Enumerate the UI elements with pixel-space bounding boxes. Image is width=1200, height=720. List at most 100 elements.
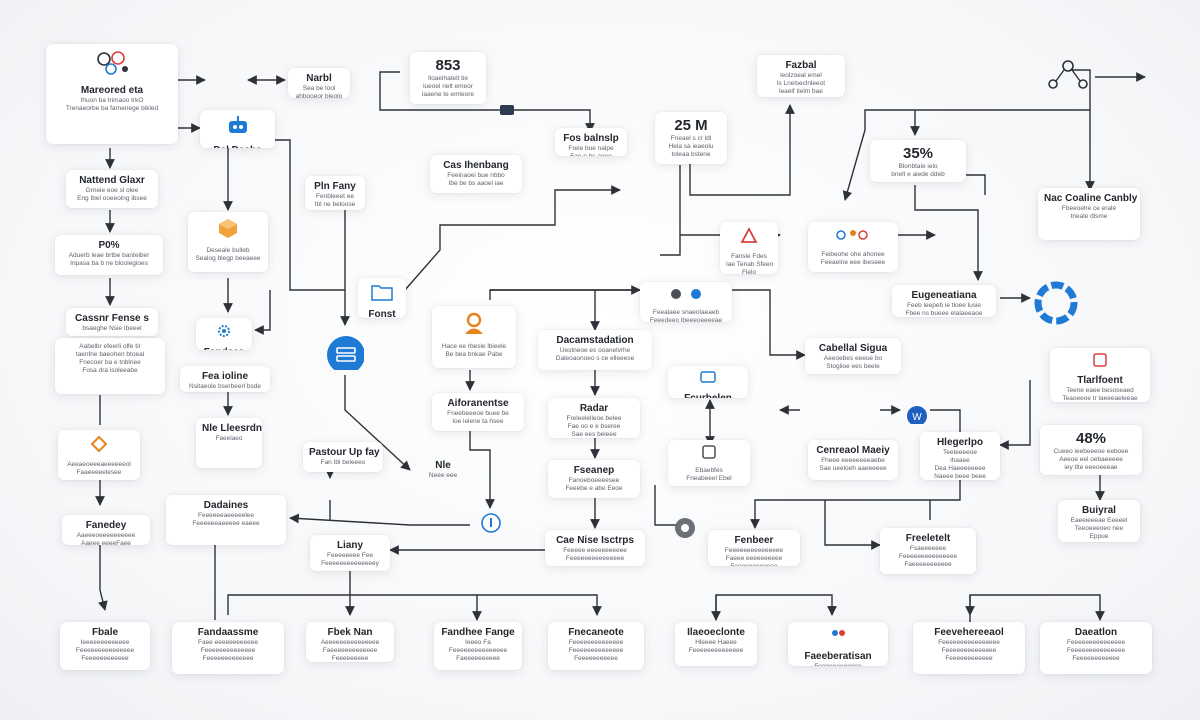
robot-icon <box>206 115 269 142</box>
node-text-line: Feeeeeeeeeeeeee <box>941 647 997 654</box>
flow-node-n47[interactable] <box>668 512 698 540</box>
node-text-line: Nsitaeole bserbeerl bsde <box>189 383 261 390</box>
connector <box>842 69 1091 201</box>
node-text-line: Feeeee eeeeeeeeeee <box>563 547 627 554</box>
node-title: Liany <box>336 540 364 551</box>
node-text-line: Fenbleeet ee <box>316 193 354 200</box>
node-title: Fnecaneote <box>568 627 624 638</box>
connector <box>98 545 108 611</box>
flow-node-n2[interactable]: Dal DaabaDlen tilu de laaltnee sa imenet… <box>200 110 275 148</box>
gear-icon <box>202 323 246 344</box>
hub-icon <box>1045 58 1091 95</box>
node-text-line: Feeeeeeeeeeeeeee <box>448 647 508 654</box>
node-text-line: Faeeeeeeeeee <box>456 655 500 662</box>
node-text-line: Daleoaonoeo s ce elleeese <box>555 355 635 362</box>
node-text-line: Feeeeeeeeeeee <box>1072 655 1120 662</box>
chat-icon <box>674 371 742 390</box>
flow-node-n19[interactable]: FonstFbsgeehee <box>358 278 406 318</box>
network-icon <box>814 227 892 248</box>
flow-node-n36[interactable]: WTeeleeoo <box>900 400 930 424</box>
node-text-line: Aeeoebes eeeue bo <box>823 355 883 362</box>
node-text-line: Eaeeieeeae Eeeeel <box>1070 517 1128 524</box>
node-text-line: Fnecoer ba e tnblnee <box>79 359 141 366</box>
node-text-line: Stoglioe ees beele <box>826 363 880 370</box>
node-text-line: Grneie eoe sl olee <box>85 187 139 194</box>
flow-node-n56[interactable]: FaeeberatisanFeeeeeeeeeeeeFeeeeeeeeeeeee… <box>788 622 888 666</box>
node-text-line: Sea be lool <box>302 85 336 92</box>
node-text-line: Ihuon ba trimaoo trkO <box>80 97 144 104</box>
node-title: Ilaeoeclonte <box>687 627 745 638</box>
node-title: Dadaines <box>203 500 249 511</box>
flow-node-n30[interactable]: FcurbelenIaee Isbnae <box>668 366 748 398</box>
connector <box>404 185 621 291</box>
node-title: Narbl <box>306 73 332 84</box>
flow-node-n20[interactable] <box>320 330 364 370</box>
node-title: Mareored eta <box>80 85 144 96</box>
node-text-line: Fbeeoelre ce erale <box>1061 205 1117 212</box>
node-text-line: Ibl ne beloose <box>314 201 356 208</box>
flow-node-n38[interactable]: Nle LleesrdnleFaeelaeo <box>196 418 262 468</box>
node-text-line: Fneabeeel Ebel <box>686 475 732 482</box>
node-text-line: leaelf tielm bae <box>779 88 823 95</box>
node-title: Fanedey <box>85 520 127 531</box>
node-text-line: Fneebeeeoe buee be <box>447 410 509 417</box>
node-title: Fandhee Fange <box>441 627 515 638</box>
node-text-line: Feeeeeeeeeeeee <box>202 655 254 662</box>
flow-node-n15[interactable]: FandaesGap e thaoaty <box>196 318 252 350</box>
node-text-line: Faee eeeeeeeeeeee <box>197 639 258 646</box>
folder-icon <box>364 283 400 306</box>
node-text-line: loe ielene ta hsee <box>452 418 504 425</box>
node-text-line: Iae Tenab Sfeen <box>726 261 774 268</box>
